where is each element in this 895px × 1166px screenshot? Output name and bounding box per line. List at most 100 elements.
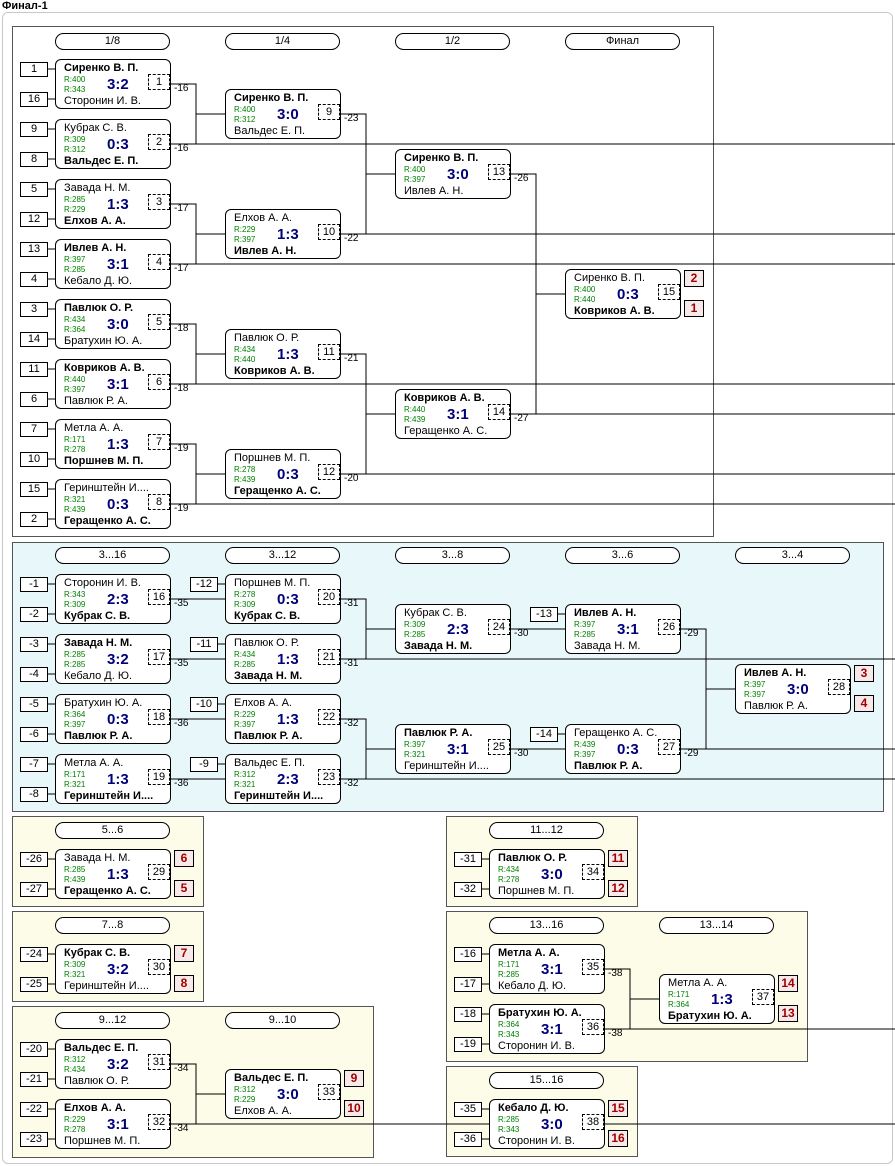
seed-box: 7 xyxy=(20,422,48,437)
match-score: 1:3 xyxy=(711,991,733,1008)
seed-box: 2 xyxy=(20,512,48,527)
match-score: 0:3 xyxy=(617,286,639,303)
match-number: 38 xyxy=(582,1114,604,1130)
match-number: 27 xyxy=(658,739,680,755)
player-top: Метла А. А. xyxy=(498,947,560,959)
rating-bottom: R:278 xyxy=(498,875,520,884)
rating-top: R:397 xyxy=(574,620,596,629)
match-score: 3:2 xyxy=(107,76,129,93)
place-badge: 10 xyxy=(344,1100,364,1117)
match-number: 5 xyxy=(148,314,170,330)
round-header: 3...6 xyxy=(565,547,680,564)
loser-destination: -31 xyxy=(344,658,359,669)
player-bottom: Кубрак С. В. xyxy=(234,610,301,622)
seed-box: 4 xyxy=(20,272,48,287)
match-number: 24 xyxy=(488,619,510,635)
round-header: 11...12 xyxy=(489,822,604,839)
rating-top: R:285 xyxy=(64,650,86,659)
player-top: Завада Н. М. xyxy=(64,637,133,649)
seed-box: 13 xyxy=(20,242,48,257)
match-number: 4 xyxy=(148,254,170,270)
round-header: 13...16 xyxy=(489,917,604,934)
player-bottom: Поршнев М. П. xyxy=(64,455,144,467)
player-bottom: Кубрак С. В. xyxy=(64,610,131,622)
match-number: 3 xyxy=(148,194,170,210)
player-bottom: Елхов А. А. xyxy=(234,1105,292,1117)
rating-bottom: R:321 xyxy=(404,750,426,759)
rating-bottom: R:397 xyxy=(64,720,86,729)
player-bottom: Елхов А. А. xyxy=(64,215,126,227)
rating-top: R:364 xyxy=(498,1020,520,1029)
player-bottom: Вальдес Е. П. xyxy=(64,155,139,167)
player-bottom: Завада Н. М. xyxy=(404,640,473,652)
player-top: Геращенко А. С. xyxy=(574,727,658,739)
loser-destination: -19 xyxy=(174,503,189,514)
loser-destination: -19 xyxy=(174,443,189,454)
match-score: 3:2 xyxy=(107,1056,129,1073)
match-score: 3:2 xyxy=(107,651,129,668)
match-score: 3:1 xyxy=(107,376,129,393)
match-number: 6 xyxy=(148,374,170,390)
loser-destination: -29 xyxy=(684,748,699,759)
player-bottom: Сторонин И. В. xyxy=(64,95,141,107)
rating-bottom: R:439 xyxy=(404,415,426,424)
loser-destination: -34 xyxy=(174,1123,189,1134)
seed-box: -5 xyxy=(20,697,48,712)
rating-top: R:440 xyxy=(64,375,86,384)
match-score: 3:0 xyxy=(541,866,563,883)
match-number: 33 xyxy=(318,1084,340,1100)
place-badge: 3 xyxy=(854,665,874,682)
player-top: Братухин Ю. А. xyxy=(498,1007,582,1019)
rating-bottom: R:229 xyxy=(64,205,86,214)
player-top: Вальдес Е. П. xyxy=(234,757,306,769)
rating-top: R:171 xyxy=(498,960,520,969)
rating-top: R:434 xyxy=(498,865,520,874)
rating-top: R:171 xyxy=(64,770,86,779)
bracket-connector xyxy=(171,443,895,505)
player-top: Павлюк О. Р. xyxy=(64,302,133,314)
rating-bottom: R:397 xyxy=(744,690,766,699)
rating-bottom: R:397 xyxy=(404,175,426,184)
match-number: 26 xyxy=(658,619,680,635)
match-score: 1:3 xyxy=(107,771,129,788)
seed-box: -32 xyxy=(454,882,482,897)
